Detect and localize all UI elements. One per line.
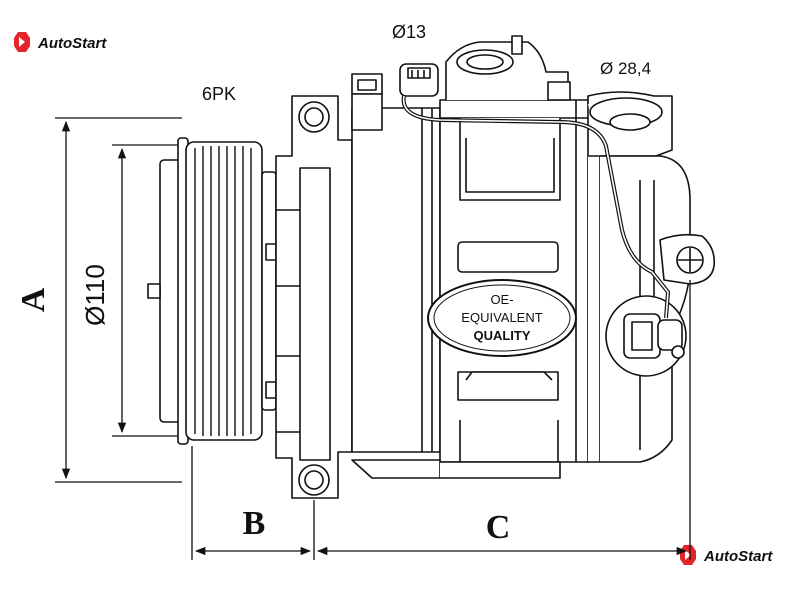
dimension-pulley-diameter — [112, 144, 180, 437]
dimension-c — [316, 280, 691, 560]
brand-name: AutoStart — [37, 35, 107, 52]
dimension-c-label: C — [486, 509, 511, 546]
brand-logo-bottom: AutoStart — [680, 545, 773, 565]
pulley — [147, 137, 277, 445]
front-housing — [275, 95, 353, 499]
pulley-diameter-label: Ø110 — [80, 264, 110, 326]
pulley-type-label: 6PK — [202, 84, 236, 104]
seal-line-2: EQUIVALENT — [461, 310, 542, 325]
autostart-logo-icon — [14, 32, 30, 52]
compressor-body — [147, 35, 716, 499]
dimension-a — [55, 117, 182, 483]
seal-line-1: OE- — [490, 292, 513, 307]
brand-name: AutoStart — [703, 548, 773, 565]
dimension-b — [191, 446, 315, 560]
quality-seal: OE- EQUIVALENT QUALITY — [427, 279, 577, 357]
clutch-connector — [351, 63, 439, 131]
suction-port — [445, 35, 571, 101]
autostart-logo-icon — [680, 545, 696, 565]
mounting-ear — [659, 233, 716, 285]
control-connector — [605, 295, 687, 377]
port-small-label: Ø13 — [392, 22, 426, 42]
dimension-a-label: A — [15, 287, 52, 312]
dimension-b-label: B — [243, 505, 266, 542]
pulley-grooves — [194, 146, 252, 436]
seal-line-3: QUALITY — [473, 328, 530, 343]
brand-logo-top: AutoStart — [14, 32, 107, 52]
port-large-label: Ø 28,4 — [600, 59, 651, 78]
